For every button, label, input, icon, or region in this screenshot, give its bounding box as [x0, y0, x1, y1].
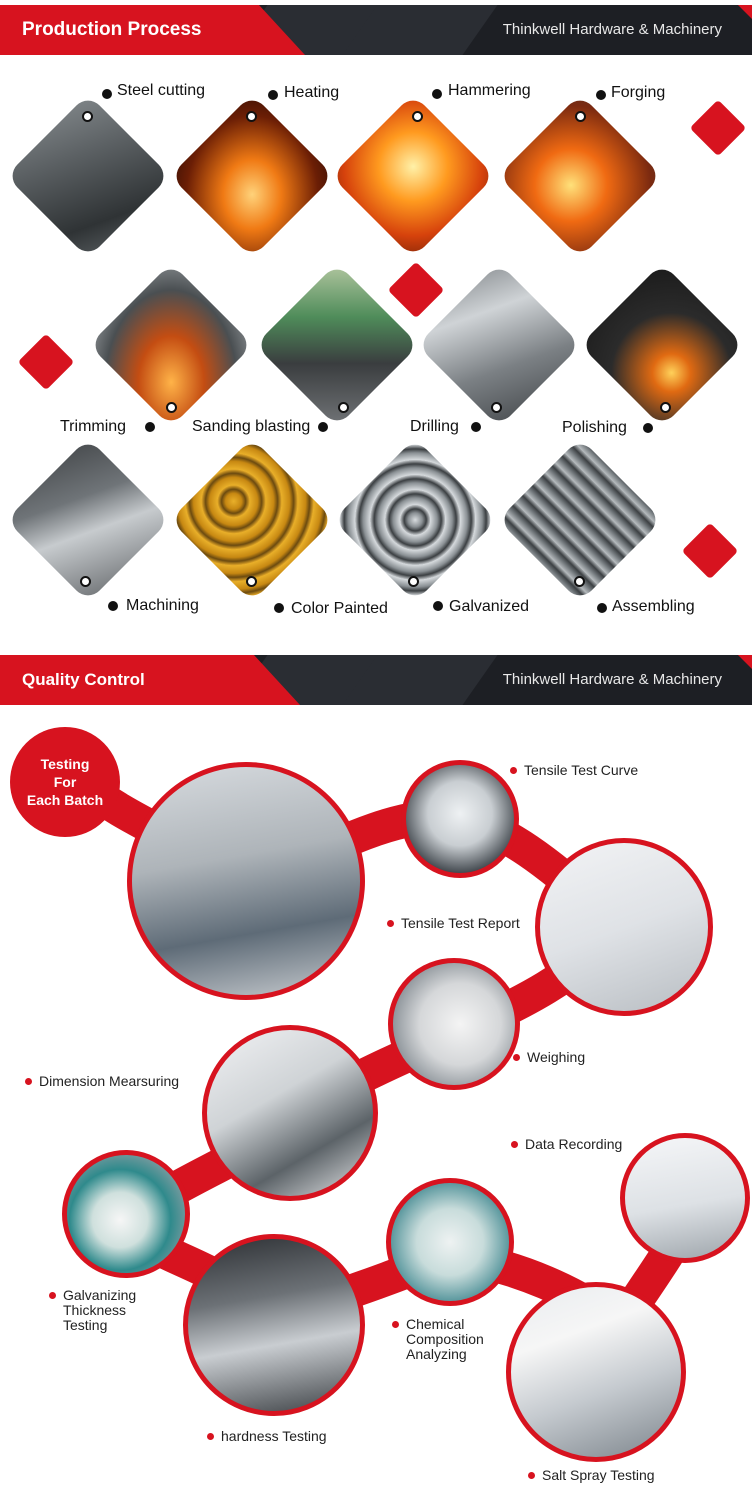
data-recording-photo: [620, 1133, 750, 1263]
step-label-drilling: Drilling: [410, 418, 459, 435]
pointer-ring: [408, 576, 419, 587]
red-diamond-decor: [689, 99, 747, 157]
step-label-hammering: Hammering: [448, 82, 531, 99]
chemical-composition-photo: [386, 1178, 514, 1306]
pointer-ring: [574, 576, 585, 587]
red-diamond-decor: [17, 333, 75, 391]
pointer-ring: [82, 111, 93, 122]
testing-badge: Testing For Each Batch: [10, 727, 120, 837]
pointer-dot: [274, 603, 284, 613]
step-label-sanding-blasting: Sanding blasting: [192, 418, 311, 435]
pointer-ring: [412, 111, 423, 122]
pointer-dot: [108, 601, 118, 611]
pointer-ring: [80, 576, 91, 587]
step-label-heating: Heating: [284, 84, 340, 101]
quality-banner: Quality Control Thinkwell Hardware & Mac…: [0, 655, 752, 705]
pointer-dot: [102, 89, 112, 99]
qc-label-salt-spray: Salt Spray Testing: [528, 1468, 655, 1483]
step-label-trimming: Trimming: [60, 418, 127, 435]
pointer-dot: [433, 601, 443, 611]
red-diamond-decor: [387, 261, 445, 319]
red-diamond-decor: [681, 522, 739, 580]
weighing-photo: [388, 958, 520, 1090]
pointer-dot: [597, 603, 607, 613]
pointer-ring: [338, 402, 349, 413]
pointer-dot: [145, 422, 155, 432]
badge-line-1: Testing: [40, 756, 90, 772]
salt-spray-testing-photo: [506, 1282, 686, 1462]
quality-title: Quality Control: [22, 670, 145, 689]
testing-machine-photo: [127, 762, 365, 1000]
step-label-machining: Machining: [126, 597, 199, 614]
production-company: Thinkwell Hardware & Machinery: [502, 21, 722, 38]
pointer-ring: [246, 111, 257, 122]
step-label-polishing: Polishing: [562, 419, 627, 436]
tensile-test-curve-photo: [401, 760, 519, 878]
badge-line-3: Each Batch: [26, 792, 104, 808]
qc-label-dimension: Dimension Mearsuring: [25, 1074, 179, 1089]
qc-label-tensile-curve: Tensile Test Curve: [510, 763, 638, 778]
pointer-dot: [432, 89, 442, 99]
production-banner: Production Process Thinkwell Hardware & …: [0, 5, 752, 55]
pointer-dot: [596, 90, 606, 100]
qc-label-data-recording: Data Recording: [511, 1137, 622, 1152]
pointer-dot: [318, 422, 328, 432]
dimension-measuring-photo: [202, 1025, 378, 1201]
galvanizing-thickness-photo: [62, 1150, 190, 1278]
step-label-steel-cutting: Steel cutting: [117, 82, 206, 99]
qc-label-tensile-report: Tensile Test Report: [387, 916, 520, 931]
tensile-test-report-photo: [535, 838, 713, 1016]
hardness-testing-photo: [183, 1234, 365, 1416]
qc-label-weighing: Weighing: [513, 1050, 585, 1065]
step-label-color-painted: Color Painted: [291, 600, 388, 617]
qc-label-galvanizing: Galvanizing Thickness Testing: [49, 1288, 136, 1333]
pointer-ring: [491, 402, 502, 413]
pointer-ring: [660, 402, 671, 413]
step-label-forging: Forging: [611, 84, 666, 101]
quality-company: Thinkwell Hardware & Machinery: [502, 671, 722, 688]
pointer-dot: [471, 422, 481, 432]
pointer-ring: [246, 576, 257, 587]
production-title: Production Process: [22, 19, 202, 40]
badge-line-2: For: [53, 774, 77, 790]
qc-label-hardness: hardness Testing: [207, 1429, 327, 1444]
step-label-galvanized: Galvanized: [449, 598, 530, 615]
pointer-dot: [268, 90, 278, 100]
pointer-ring: [166, 402, 177, 413]
pointer-dot: [643, 423, 653, 433]
pointer-ring: [575, 111, 586, 122]
qc-label-chemical: Chemical Composition Analyzing: [392, 1317, 484, 1362]
step-label-assembling: Assembling: [612, 598, 695, 615]
